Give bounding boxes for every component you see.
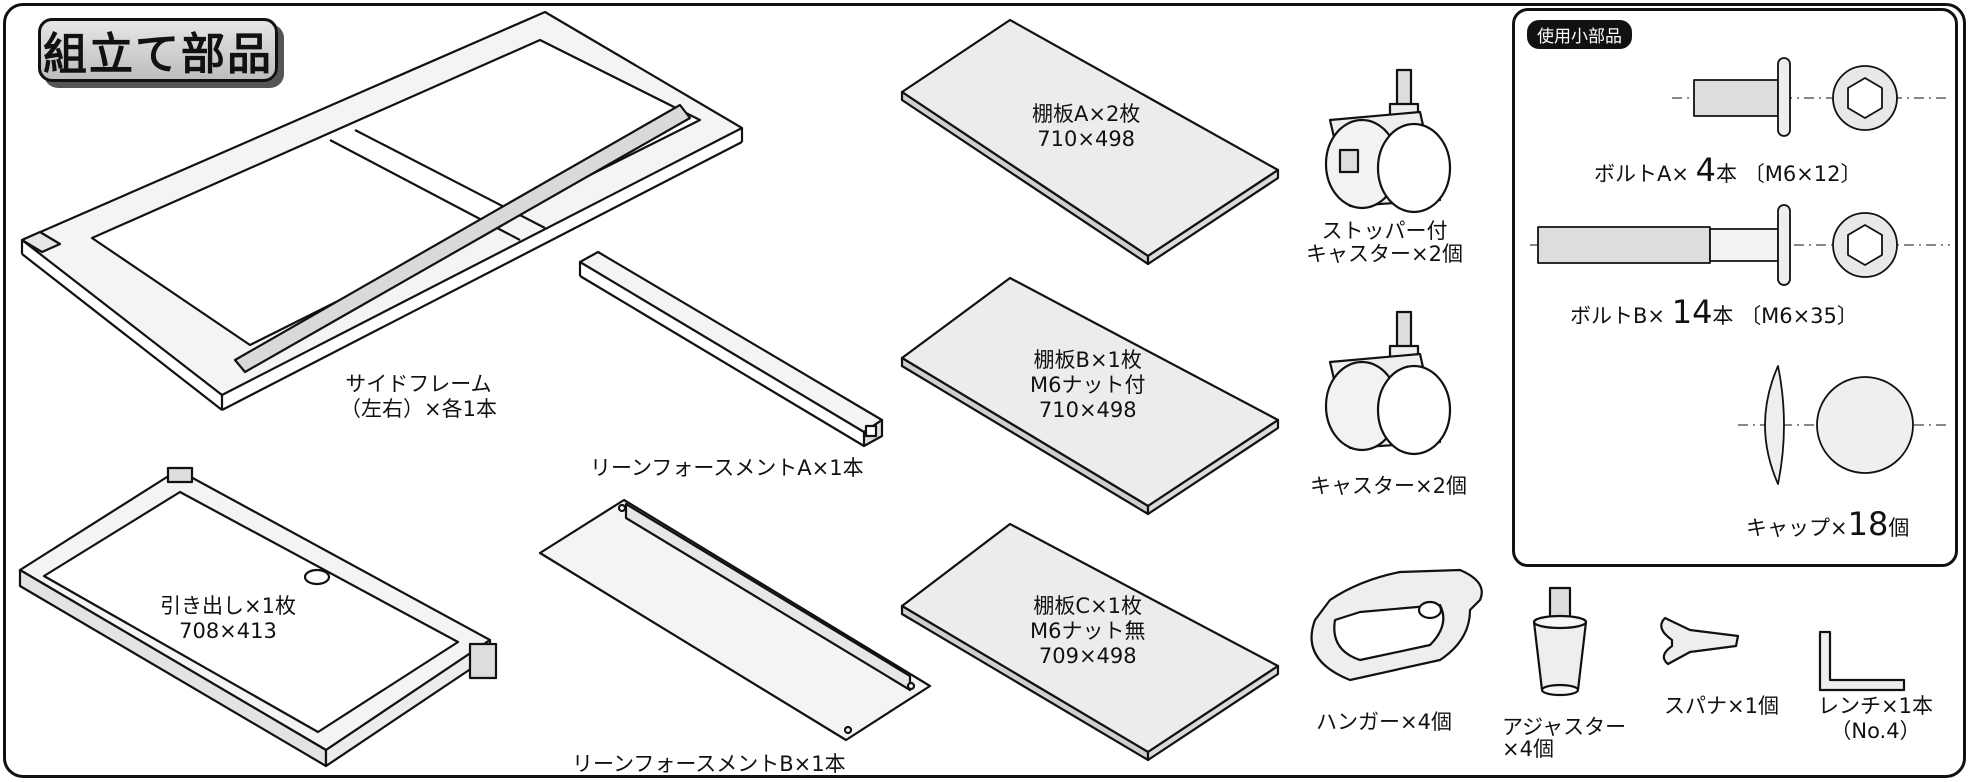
shelf-a-name: 棚板A×2枚 [1032, 102, 1141, 126]
cap-label: キャップ×18個 [1746, 508, 1910, 541]
bolt-b-name: ボルトB× [1570, 304, 1666, 328]
adjuster-drawing [1532, 586, 1588, 697]
drawer-name: 引き出し×1枚 [160, 594, 296, 618]
caster-drawing [1324, 310, 1452, 456]
bolt-a-label: ボルトA× 4本 〔M6×12〕 [1594, 154, 1862, 187]
shelf-b-name: 棚板B×1枚 [1033, 348, 1142, 372]
hanger-drawing [1310, 568, 1483, 682]
shelf-a-size: 710×498 [1037, 127, 1136, 151]
bolt-a-drawing [1672, 57, 1950, 137]
small-parts-panel [1512, 8, 1958, 567]
bolt-b-label: ボルトB× 14本 〔M6×35〕 [1570, 296, 1858, 329]
bolt-a-qty: 4 [1695, 151, 1717, 189]
adjuster-line2: ×4個 [1502, 737, 1554, 761]
shelf-a-label: 棚板A×2枚 710×498 [1032, 102, 1140, 152]
side-frame-drawing [20, 10, 744, 411]
page-title-box: 組立て部品 [38, 18, 278, 82]
shelf-c-note: M6ナット無 [1030, 619, 1146, 643]
side-frame-qty: （左右）×各1本 [340, 397, 497, 421]
side-frame-label: サイドフレーム （左右）×各1本 [340, 372, 497, 422]
wrench-line1: レンチ×1本 [1818, 694, 1933, 718]
side-frame-name: サイドフレーム [345, 372, 492, 396]
drawer-drawing [18, 466, 498, 768]
reinforcement-b-label: リーンフォースメントB×1本 [572, 752, 846, 776]
shelf-c-name: 棚板C×1枚 [1033, 594, 1143, 618]
caster-label: キャスター×2個 [1310, 474, 1467, 498]
wrench-line2: （No.4） [1830, 719, 1921, 743]
reinforcement-a-drawing [578, 250, 884, 448]
shelf-b-drawing [900, 276, 1280, 516]
hex-wrench-drawing [1818, 630, 1906, 692]
cap-qty: 18 [1847, 505, 1889, 543]
caster-stopper-line2: キャスター×2個 [1306, 242, 1463, 266]
bolt-b-unit: 本 [1712, 304, 1734, 328]
cap-unit: 個 [1888, 516, 1910, 540]
hanger-label: ハンガー×4個 [1316, 710, 1452, 734]
cap-name: キャップ× [1746, 516, 1848, 540]
spanner-label: スパナ×1個 [1664, 694, 1779, 718]
wrench-label: レンチ×1本 （No.4） [1818, 694, 1933, 744]
reinforcement-b-drawing [538, 498, 932, 742]
reinforcement-a-label: リーンフォースメントA×1本 [590, 456, 864, 480]
drawer-size: 708×413 [179, 619, 277, 643]
page-frame [3, 3, 1966, 778]
shelf-c-drawing [900, 522, 1280, 762]
bolt-b-qty: 14 [1671, 293, 1713, 331]
adjuster-line1: アジャスター [1502, 715, 1627, 739]
bolt-b-drawing [1530, 204, 1950, 286]
small-parts-title: 使用小部品 [1527, 20, 1632, 49]
bolt-b-spec: 〔M6×35〕 [1740, 304, 1858, 328]
shelf-b-label: 棚板B×1枚 M6ナット付 710×498 [1030, 348, 1145, 423]
caster-stopper-line1: ストッパー付 [1321, 219, 1448, 243]
shelf-b-size: 710×498 [1038, 398, 1137, 422]
drawer-label: 引き出し×1枚 708×413 [160, 594, 296, 644]
bolt-a-unit: 本 [1716, 162, 1738, 186]
caster-stopper-label: ストッパー付 キャスター×2個 [1306, 220, 1463, 266]
bolt-a-name: ボルトA× [1594, 162, 1689, 186]
shelf-c-size: 709×498 [1038, 644, 1137, 668]
page-title: 組立て部品 [43, 29, 273, 80]
bolt-a-spec: 〔M6×12〕 [1743, 162, 1862, 186]
adjuster-label: アジャスター ×4個 [1502, 716, 1626, 760]
shelf-c-label: 棚板C×1枚 M6ナット無 709×498 [1030, 594, 1145, 669]
shelf-b-note: M6ナット付 [1030, 373, 1146, 397]
cap-drawing [1738, 365, 1950, 485]
caster-stopper-drawing [1324, 68, 1452, 214]
shelf-a-drawing [900, 18, 1280, 266]
spanner-drawing [1660, 616, 1740, 666]
